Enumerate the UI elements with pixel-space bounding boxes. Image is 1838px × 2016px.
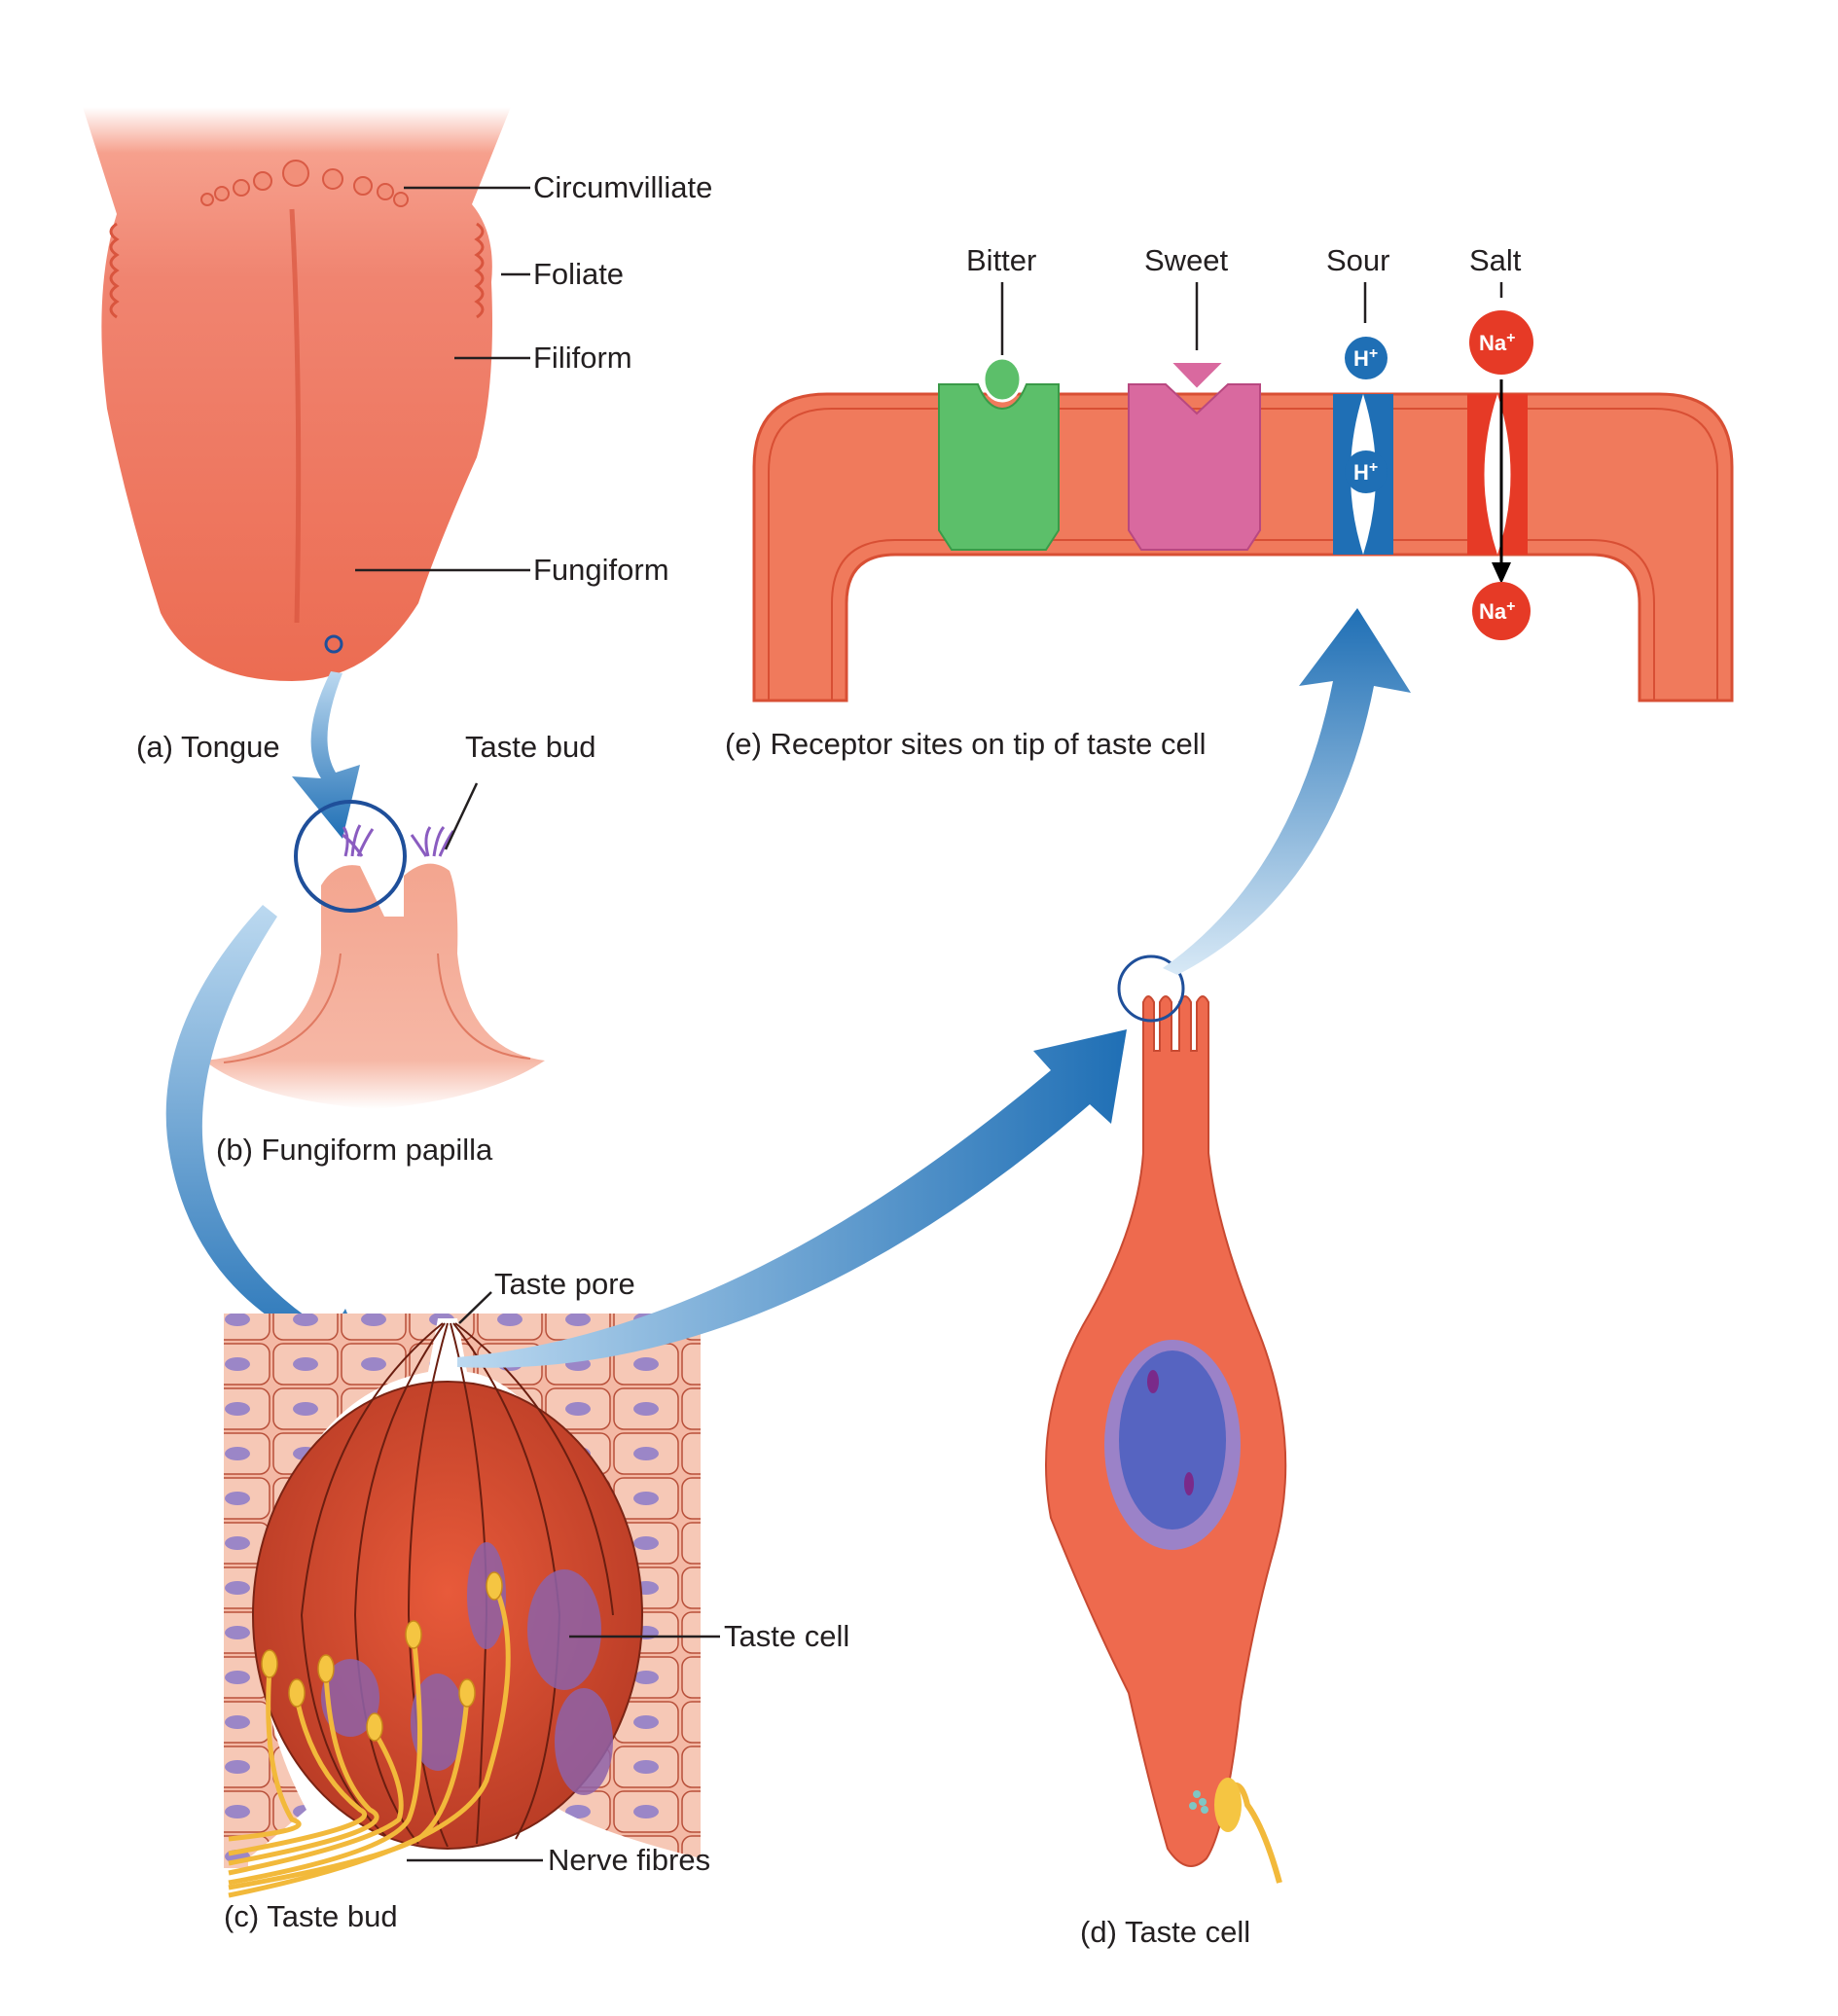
- caption-b-fungiform-papilla: (b) Fungiform papilla: [216, 1133, 493, 1167]
- arrow-cell-to-receptors: [1163, 608, 1411, 975]
- label-circumvilliate: Circumvilliate: [533, 170, 712, 204]
- arrow-papilla-to-taste-bud: [165, 905, 375, 1382]
- arrow-taste-bud-to-cell: [457, 1029, 1127, 1368]
- label-bitter: Bitter: [966, 243, 1036, 277]
- magnify-circle-taste-bud: [294, 800, 407, 913]
- bitter-molecule: [982, 356, 1023, 403]
- membrane-illustration: [752, 356, 1734, 702]
- na-ion-inside: Na+: [1472, 582, 1531, 640]
- label-fungiform: Fungiform: [533, 553, 669, 587]
- caption-a-tongue: (a) Tongue: [136, 730, 280, 764]
- synaptic-vesicles: [1189, 1790, 1208, 1814]
- label-foliate: Foliate: [533, 257, 624, 291]
- sweet-receptor: [1128, 361, 1261, 551]
- label-taste-pore: Taste pore: [494, 1267, 635, 1301]
- nerve-fibres: [228, 1582, 511, 1898]
- caption-d-taste-cell: (d) Taste cell: [1080, 1915, 1250, 1949]
- fungiform-papilla-illustration: [204, 800, 545, 1109]
- label-sour: Sour: [1326, 243, 1389, 277]
- taste-bud-illustration: [224, 1314, 701, 1898]
- svg-text:H+: H+: [1353, 345, 1378, 371]
- tongue-illustration: [83, 107, 511, 681]
- taste-cell-nuclei: [321, 1542, 613, 1795]
- label-nerve-fibres: Nerve fibres: [548, 1843, 710, 1877]
- bitter-receptor: [938, 356, 1060, 551]
- magnify-circle-cell-tip: [1117, 954, 1185, 1023]
- circumvallate-papillae: [200, 160, 409, 207]
- svg-text:H+: H+: [1353, 459, 1378, 485]
- h-ion-inside: H+: [1345, 450, 1388, 493]
- label-taste-cell: Taste cell: [724, 1619, 849, 1653]
- caption-e-receptor-sites: (e) Receptor sites on tip of taste cell: [725, 727, 1207, 761]
- leader-taste-bud: [444, 782, 479, 850]
- leader-taste-pore: [458, 1291, 492, 1324]
- caption-c-taste-bud: (c) Taste bud: [224, 1899, 398, 1933]
- svg-text:Na+: Na+: [1479, 330, 1515, 355]
- na-ion-outside: Na+: [1469, 310, 1533, 375]
- label-taste-bud: Taste bud: [465, 730, 595, 764]
- label-salt: Salt: [1469, 243, 1522, 277]
- arrow-tongue-to-papilla: [292, 671, 360, 839]
- taste-cell-illustration: [1045, 954, 1287, 1884]
- sweet-molecule: [1168, 361, 1227, 391]
- foliate-papillae: [109, 222, 485, 319]
- h-ion-outside: H+: [1345, 337, 1388, 379]
- label-filiform: Filiform: [533, 341, 632, 375]
- label-sweet: Sweet: [1144, 243, 1229, 277]
- svg-text:Na+: Na+: [1479, 598, 1515, 624]
- salt-channel: [1467, 394, 1528, 555]
- magnify-circle-tongue: [324, 634, 343, 654]
